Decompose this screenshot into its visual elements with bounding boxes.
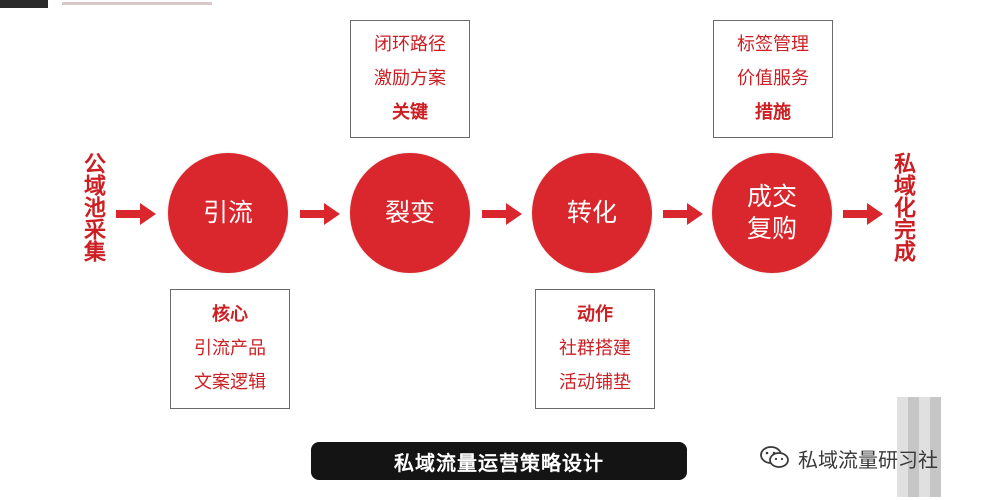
top-strip [0, 0, 230, 8]
flow-arrow-3 [482, 203, 522, 225]
box-deal-item-1: 标签管理 [737, 34, 809, 55]
diagram-title-banner: 私域流量运营策略设计 [311, 442, 687, 480]
left-label: 公域池采集 [80, 152, 105, 262]
flow-arrow-4 [663, 203, 703, 225]
box-traffic-item-2: 文案逻辑 [194, 372, 266, 393]
box-fission-item-1: 闭环路径 [374, 34, 446, 55]
wechat-icon [760, 446, 789, 468]
watermark: 私域流量研习社 [760, 440, 938, 476]
top-strip-light [62, 2, 212, 5]
box-fission-key: 闭环路径 激励方案 关键 [350, 20, 470, 138]
stage-fission: 裂变 [350, 153, 470, 273]
stage-repurchase-label: 复购 [746, 214, 797, 243]
box-fission-item-2: 激励方案 [374, 68, 446, 89]
stage-traffic: 引流 [168, 153, 288, 273]
stage-deal-label: 成交 [746, 182, 797, 211]
stage-traffic-label: 引流 [202, 198, 253, 227]
right-label: 私域化完成 [890, 152, 915, 262]
box-conversion-item-1: 社群搭建 [559, 338, 631, 359]
box-traffic-core: 核心 引流产品 文案逻辑 [170, 289, 290, 409]
box-deal-item-2: 价值服务 [737, 68, 809, 89]
box-deal-measures: 标签管理 价值服务 措施 [713, 20, 833, 138]
top-strip-dark [0, 0, 48, 8]
stage-conversion: 转化 [532, 153, 652, 273]
flow-arrow-1 [116, 203, 156, 225]
box-conversion-item-2: 活动铺垫 [559, 372, 631, 393]
stage-fission-label: 裂变 [384, 198, 435, 227]
box-conversion-heading: 动作 [577, 304, 613, 325]
box-conversion-actions: 动作 社群搭建 活动铺垫 [535, 289, 655, 409]
flow-arrow-2 [300, 203, 340, 225]
watermark-text: 私域流量研习社 [798, 447, 938, 472]
box-traffic-heading: 核心 [212, 304, 248, 325]
flow-arrow-5 [843, 203, 883, 225]
blurred-region [897, 397, 941, 497]
box-traffic-item-1: 引流产品 [194, 338, 266, 359]
box-fission-heading: 关键 [392, 102, 428, 123]
box-deal-heading: 措施 [755, 102, 791, 123]
stage-deal-repurchase: 成交 复购 [712, 153, 832, 273]
stage-conversion-label: 转化 [566, 198, 617, 227]
